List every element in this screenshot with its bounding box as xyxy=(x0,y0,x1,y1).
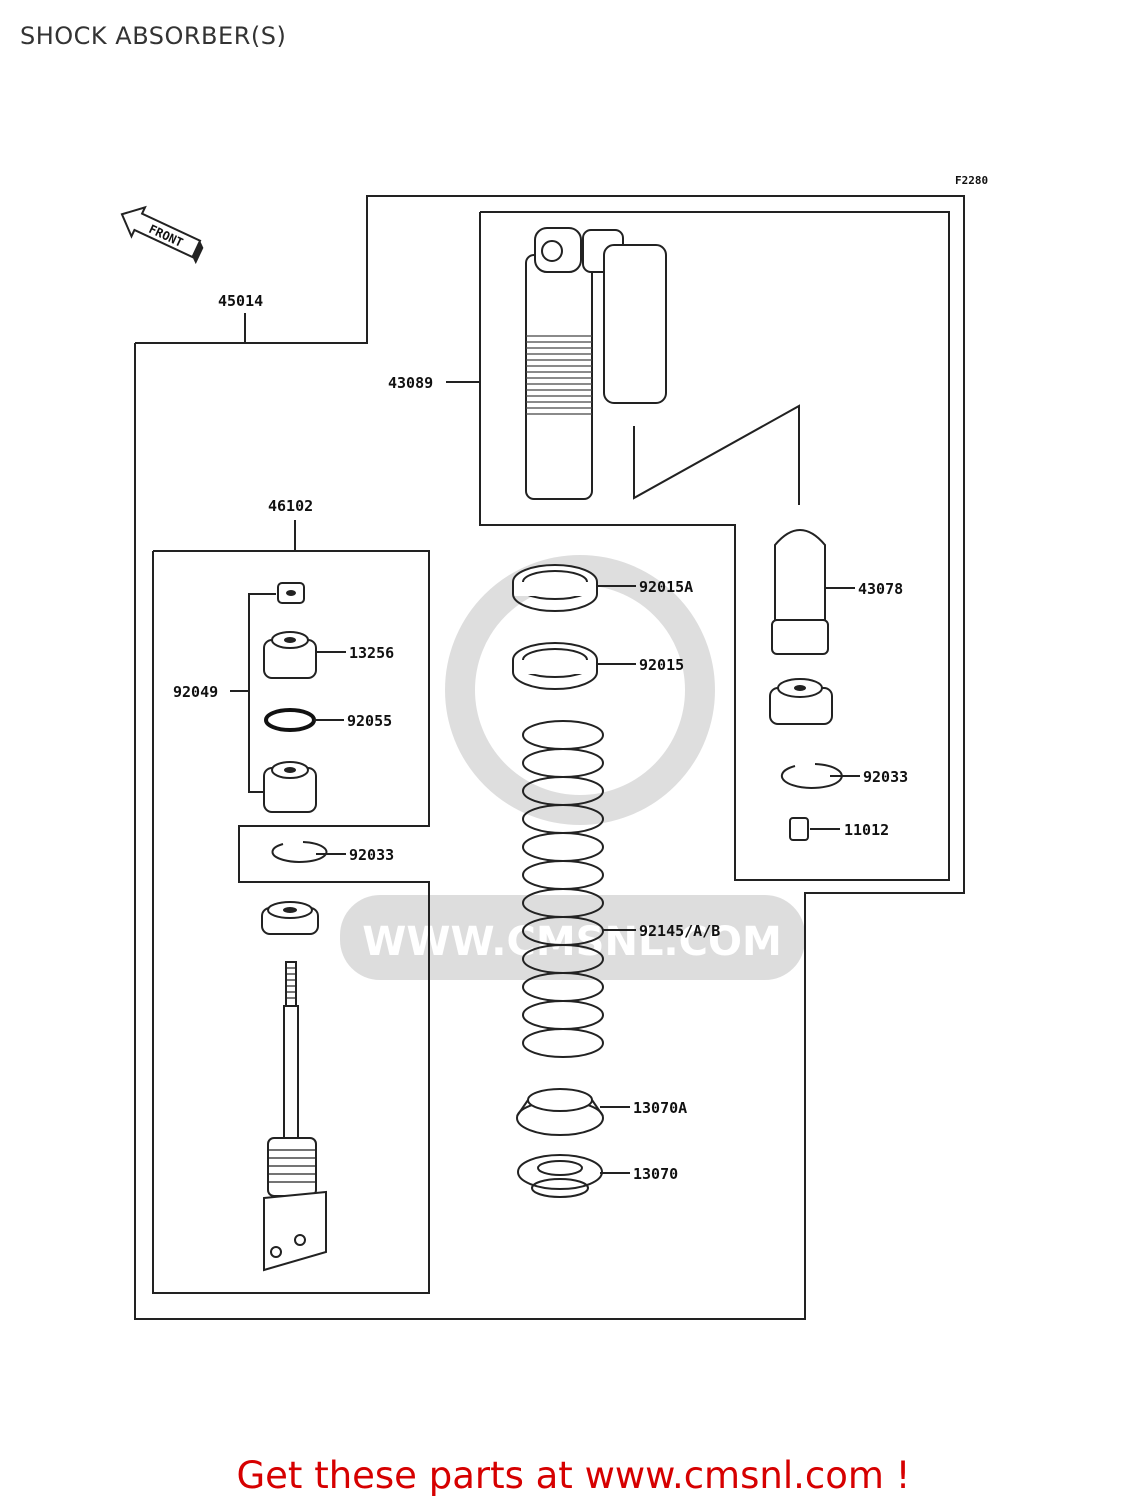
assembly-outline-45014 xyxy=(134,195,965,1320)
reservoir-link-line xyxy=(633,404,800,505)
label-92145: 92145/A/B xyxy=(639,922,720,940)
label-13070A: 13070A xyxy=(633,1099,687,1117)
label-92049: 92049 xyxy=(173,683,218,701)
valve-11012-part xyxy=(789,817,809,841)
label-11012: 11012 xyxy=(844,821,889,839)
label-92015: 92015 xyxy=(639,656,684,674)
label-92015A: 92015A xyxy=(639,578,693,596)
seal-cap-part xyxy=(261,901,319,935)
parts-diagram: WWW.CMSNL.COM F2280 FRONT 45014 43089 xyxy=(120,174,988,1320)
label-13070: 13070 xyxy=(633,1165,678,1183)
reservoir-cap-part xyxy=(769,678,833,725)
assembly-outline-43089 xyxy=(479,211,950,881)
circlip-92033-left-part xyxy=(271,841,328,863)
bladder-43078-part xyxy=(771,529,829,655)
label-92033-right: 92033 xyxy=(863,768,908,786)
label-46102: 46102 xyxy=(268,497,313,515)
piston-rod-part xyxy=(263,961,327,1272)
locknut-92015A-part xyxy=(512,564,598,612)
cta-link[interactable]: Get these parts at www.cmsnl.com ! xyxy=(236,1454,911,1497)
label-43089: 43089 xyxy=(388,374,433,392)
label-45014: 45014 xyxy=(218,292,263,310)
spring-92145-part xyxy=(522,720,604,1058)
label-13256: 13256 xyxy=(349,644,394,662)
label-43078: 43078 xyxy=(858,580,903,598)
watermark-text: WWW.CMSNL.COM xyxy=(362,919,782,965)
shock-body-part xyxy=(525,227,667,500)
locknut-92015-part xyxy=(512,642,598,690)
label-92033-left: 92033 xyxy=(349,846,394,864)
front-arrow-icon: FRONT xyxy=(120,205,204,265)
figure-code: F2280 xyxy=(955,174,988,187)
watermark-logo: WWW.CMSNL.COM xyxy=(340,555,805,980)
assembly-outline-46102 xyxy=(152,550,430,1294)
spring-seat-13070A-part xyxy=(516,1088,604,1136)
page-title: SHOCK ABSORBER(S) xyxy=(20,22,287,50)
nut-part xyxy=(277,582,305,604)
bushing-13256-part xyxy=(263,631,317,679)
spring-seat-13070-part xyxy=(517,1154,603,1198)
circlip-92033-right-part xyxy=(780,763,843,789)
bushing-lower-part xyxy=(263,761,317,813)
o-ring-92055-part xyxy=(264,708,316,732)
label-92055: 92055 xyxy=(347,712,392,730)
